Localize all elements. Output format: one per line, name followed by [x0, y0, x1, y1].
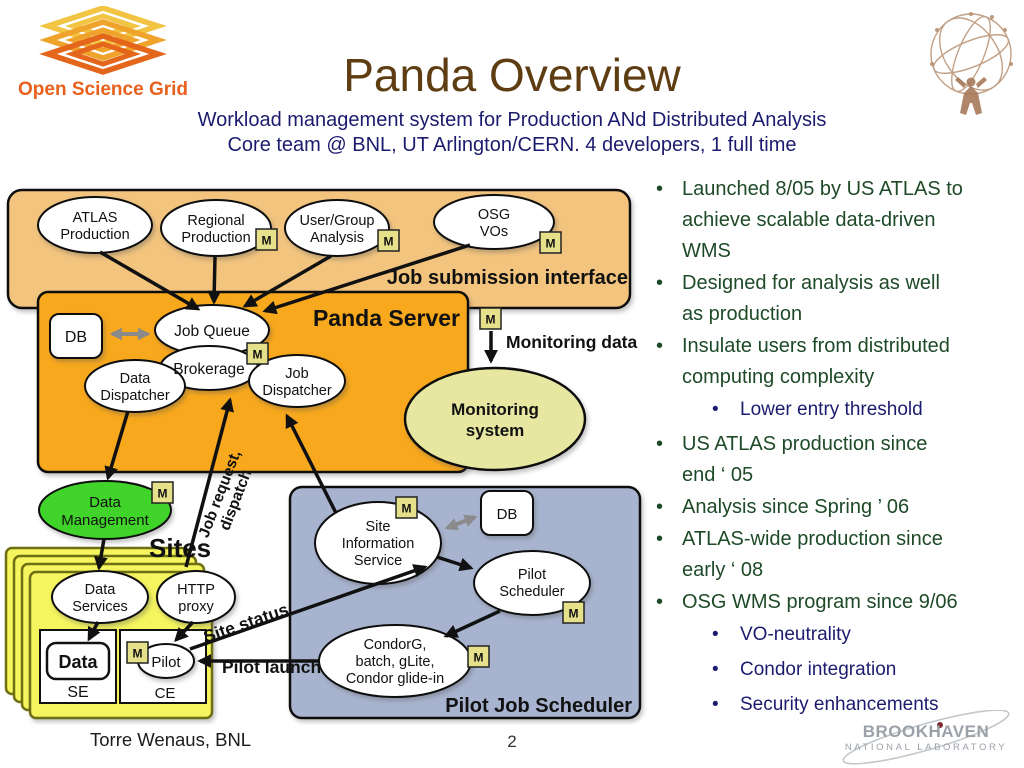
osg-logo-text: Open Science Grid [18, 79, 188, 100]
monitor-badges: M M M M M M M M M M [126, 228, 585, 668]
db-bottom-label: DB [497, 506, 518, 523]
monitoring-data-label: Monitoring data [506, 332, 638, 352]
atlas-production-node [37, 196, 153, 254]
db-top-label: DB [65, 329, 87, 346]
subtitle: Workload management system for Productio… [0, 108, 1024, 158]
ce-label: CE [155, 685, 176, 702]
bnl-orbit-icon [842, 710, 1010, 765]
osg-vos-node [433, 194, 555, 250]
bullet-subitem: Condor integration [706, 654, 1022, 685]
http-proxy-node [156, 570, 236, 624]
bullet-item: Analysis since Spring ’ 06 [648, 492, 1022, 523]
m-badge: M [253, 348, 263, 362]
m-badge: M [133, 647, 143, 661]
m-badge: M [402, 502, 412, 516]
m-badge: M [569, 607, 579, 621]
arrow-datadispatcher-datamgmt [104, 410, 130, 481]
data-dispatcher-node [84, 359, 186, 413]
regional-production-node [160, 199, 272, 257]
bullet-item: Launched 8/05 by US ATLAS to achieve sca… [648, 174, 1022, 267]
pilot-launch-label: Pilot launch [222, 657, 321, 677]
arrow-usergroup-jobqueue [242, 254, 332, 308]
sites-label: Sites [149, 533, 211, 563]
se-label: SE [67, 684, 88, 701]
m-badge: M [262, 234, 272, 248]
bullet-subitem: VO-neutrality [706, 619, 1022, 650]
arrow-atlasprod-jobqueue [99, 250, 201, 311]
bullet-item: Insulate users from distributed computin… [648, 331, 1022, 393]
bullet-item: ATLAS-wide production since early ‘ 08 [648, 524, 1022, 586]
data-services-node [51, 570, 149, 624]
subtitle-line-1: Workload management system for Productio… [197, 109, 827, 131]
arrow-httpproxy-pilot [174, 620, 195, 643]
db-top-node [49, 313, 103, 359]
data-node [45, 641, 111, 681]
job-queue-label: Job Queue [174, 323, 250, 340]
osg-diamonds-icon [39, 5, 167, 75]
bnl-logo-line1: BROOKHAVEN [862, 722, 990, 741]
pilot-label: Pilot [151, 654, 181, 671]
m-badge: M [546, 237, 556, 251]
bullet-subitem: Security enhancements [706, 689, 1022, 720]
atlas-logo-icon [930, 12, 1013, 115]
arrow-jobrequest [184, 397, 234, 568]
job-submission-interface-label: Job submission interface [387, 267, 628, 289]
author-credit: Torre Wenaus, BNL [90, 729, 252, 750]
arrow-sis-jobdispatcher [285, 413, 338, 514]
arrow-regional-jobqueue [207, 255, 222, 305]
arrow-dataservices-data [87, 621, 101, 642]
arrow-datamgmt-dataservices [94, 538, 108, 571]
bnl-logo-line2: NATIONAL LABORATORY [844, 742, 1008, 753]
db-bottom-node [480, 490, 534, 536]
bullet-list: Launched 8/05 by US ATLAS to achieve sca… [648, 174, 1022, 724]
arrow-sis-pilotscheduler [436, 555, 474, 572]
arrow-pilotscheduler-condor [443, 609, 501, 638]
bullet-item: Designed for analysis as well as product… [648, 268, 1022, 330]
monitoring-system-node [403, 366, 587, 472]
bullet-subitem: Lower entry threshold [706, 394, 1022, 425]
bullet-item: US ATLAS production since end ‘ 05 [648, 429, 1022, 491]
bullet-item: OSG WMS program since 9/06 [648, 587, 1022, 618]
osg-logo: Open Science Grid [18, 5, 188, 101]
condor-label: CondorG,batch, gLite,Condor glide-in [346, 637, 444, 687]
m-badge: M [384, 235, 394, 249]
pilot-job-scheduler-label: Pilot Job Scheduler [445, 695, 632, 717]
arrow-osgvos-jobqueue [262, 243, 471, 315]
data-management-node [38, 480, 172, 540]
m-badge: M [486, 313, 496, 327]
pilot-scheduler-node [473, 550, 591, 616]
arrow-sis-db [444, 514, 478, 531]
subtitle-line-2: Core team @ BNL, UT Arlington/CERN. 4 de… [227, 134, 797, 156]
user-group-analysis-node [284, 199, 390, 257]
m-badge: M [158, 487, 168, 501]
page-number: 2 [507, 732, 517, 751]
bnl-logo: BROOKHAVEN NATIONAL LABORATORY [836, 710, 1016, 766]
brokerage-label: Brokerage [173, 361, 245, 378]
arrow-sitestatus [189, 564, 428, 651]
m-badge: M [474, 651, 484, 665]
job-dispatcher-node [248, 354, 346, 408]
page-title: Panda Overview [343, 49, 681, 101]
data-label: Data [58, 652, 98, 672]
panda-server-label: Panda Server [313, 305, 460, 331]
